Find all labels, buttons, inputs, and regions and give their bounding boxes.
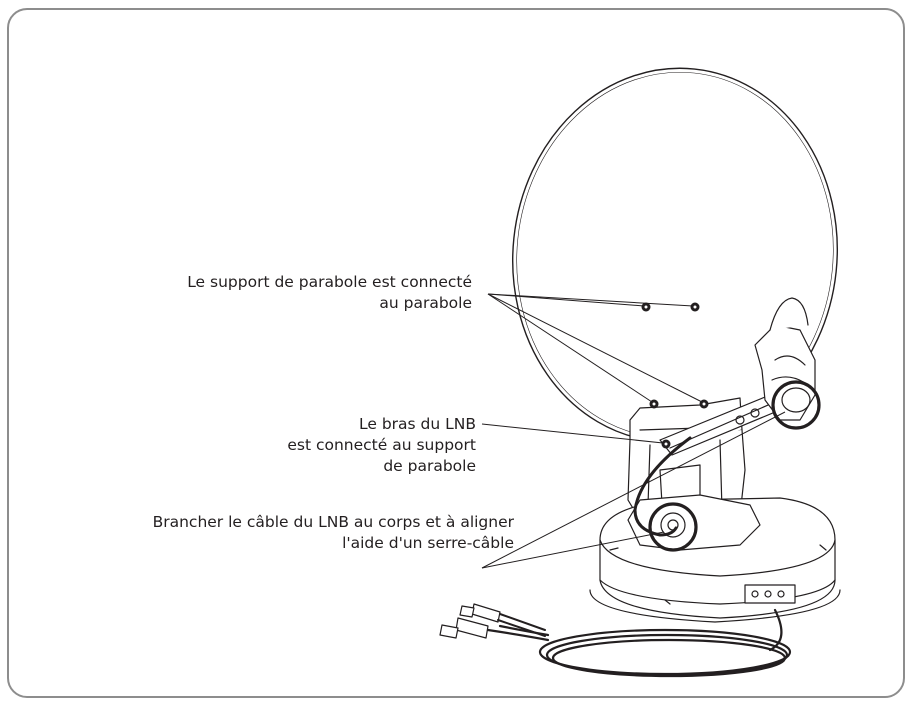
highlight-circle-base bbox=[648, 502, 698, 552]
highlight-circle-lnb bbox=[771, 380, 821, 430]
callout-dish-support: Le support de parabole est connecté au p… bbox=[187, 273, 472, 312]
coiled-cable bbox=[486, 608, 792, 678]
cable-connectors bbox=[439, 603, 546, 639]
callout-lnb-cable: Brancher le câble du LNB au corps et à a… bbox=[152, 513, 514, 552]
lnb-head bbox=[754, 297, 816, 421]
base-housing bbox=[589, 494, 841, 623]
lnb-cable bbox=[633, 436, 692, 537]
callout-lnb-arm: Le bras du LNB est connecté au support d… bbox=[287, 415, 476, 475]
leader-lines bbox=[481, 293, 786, 569]
